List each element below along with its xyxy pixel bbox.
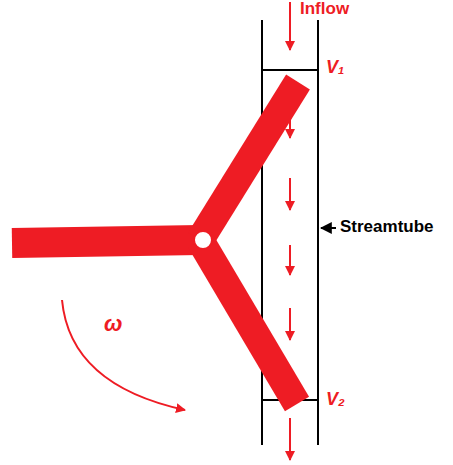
flow-arrow [289,308,291,340]
leader-arrow [321,227,336,229]
flow-arrow [289,245,291,275]
rotation-arrow [62,300,185,410]
flow-arrow [289,418,291,460]
velocity-label: V₁ [326,58,344,78]
rotation-label: ω [104,312,122,336]
streamtube-label: Streamtube [340,218,434,237]
streamtube-wall [261,20,263,445]
rotor-hub [194,231,212,249]
flow-arrow [289,178,291,210]
velocity-label: V₂ [326,390,345,410]
rotor-blade [12,240,200,243]
rotor-blade [200,240,297,404]
section-line [262,69,318,71]
flow-arrow [289,112,291,138]
flow-arrow [289,2,291,50]
streamtube-wall [317,20,319,445]
flow-label: Inflow [300,0,349,19]
rotor-blade [200,82,298,240]
